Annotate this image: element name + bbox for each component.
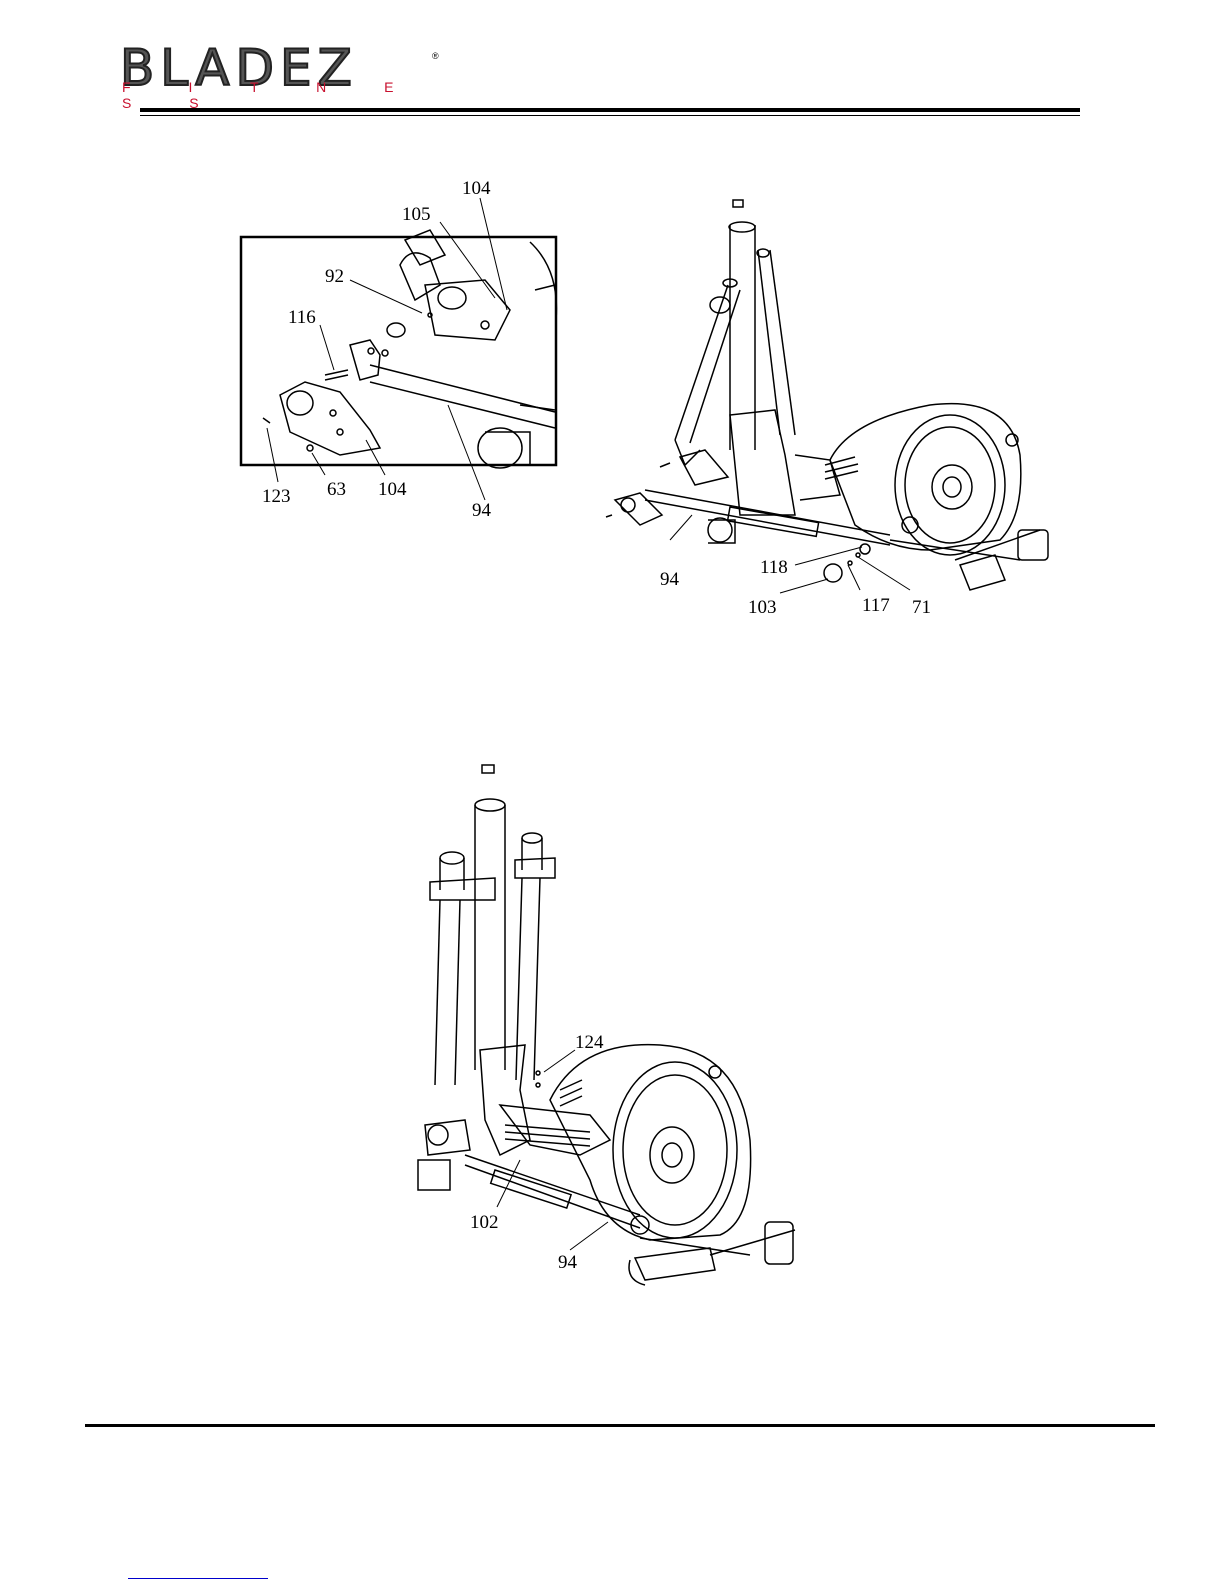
brand-subtitle: F I T N E S S xyxy=(122,79,450,111)
callout-94-main: 94 xyxy=(660,569,680,590)
header-rule-thin xyxy=(140,115,1080,116)
callout-94: 94 xyxy=(472,500,492,520)
footer-link-underline xyxy=(128,1578,268,1579)
callout-63: 63 xyxy=(327,479,346,500)
callout-116: 116 xyxy=(288,307,316,328)
header-rule xyxy=(140,108,1080,112)
callout-71: 71 xyxy=(912,597,931,618)
callout-104-bottom: 104 xyxy=(378,479,407,500)
callout-92: 92 xyxy=(325,266,344,287)
callout-102: 102 xyxy=(470,1212,499,1233)
callout-103: 103 xyxy=(748,597,777,618)
footer-rule xyxy=(85,1424,1155,1427)
callout-117: 117 xyxy=(862,595,890,616)
callout-123: 123 xyxy=(262,486,291,507)
callout-118: 118 xyxy=(760,557,788,578)
callout-124: 124 xyxy=(575,1032,604,1053)
callout-94-bottom: 94 xyxy=(558,1252,578,1273)
brand-logo: BLADEZ ® F I T N E S S xyxy=(120,45,450,105)
callout-105: 105 xyxy=(402,204,431,225)
callout-104-top: 104 xyxy=(462,178,491,199)
detail-frame xyxy=(241,237,556,465)
assembly-figure-top: 94 118 103 117 71 xyxy=(600,195,1070,625)
assembly-figure-bottom: 124 102 94 xyxy=(410,760,820,1300)
detail-figure: 104 105 92 116 123 63 104 94 xyxy=(230,170,570,520)
registered-mark: ® xyxy=(432,51,439,61)
